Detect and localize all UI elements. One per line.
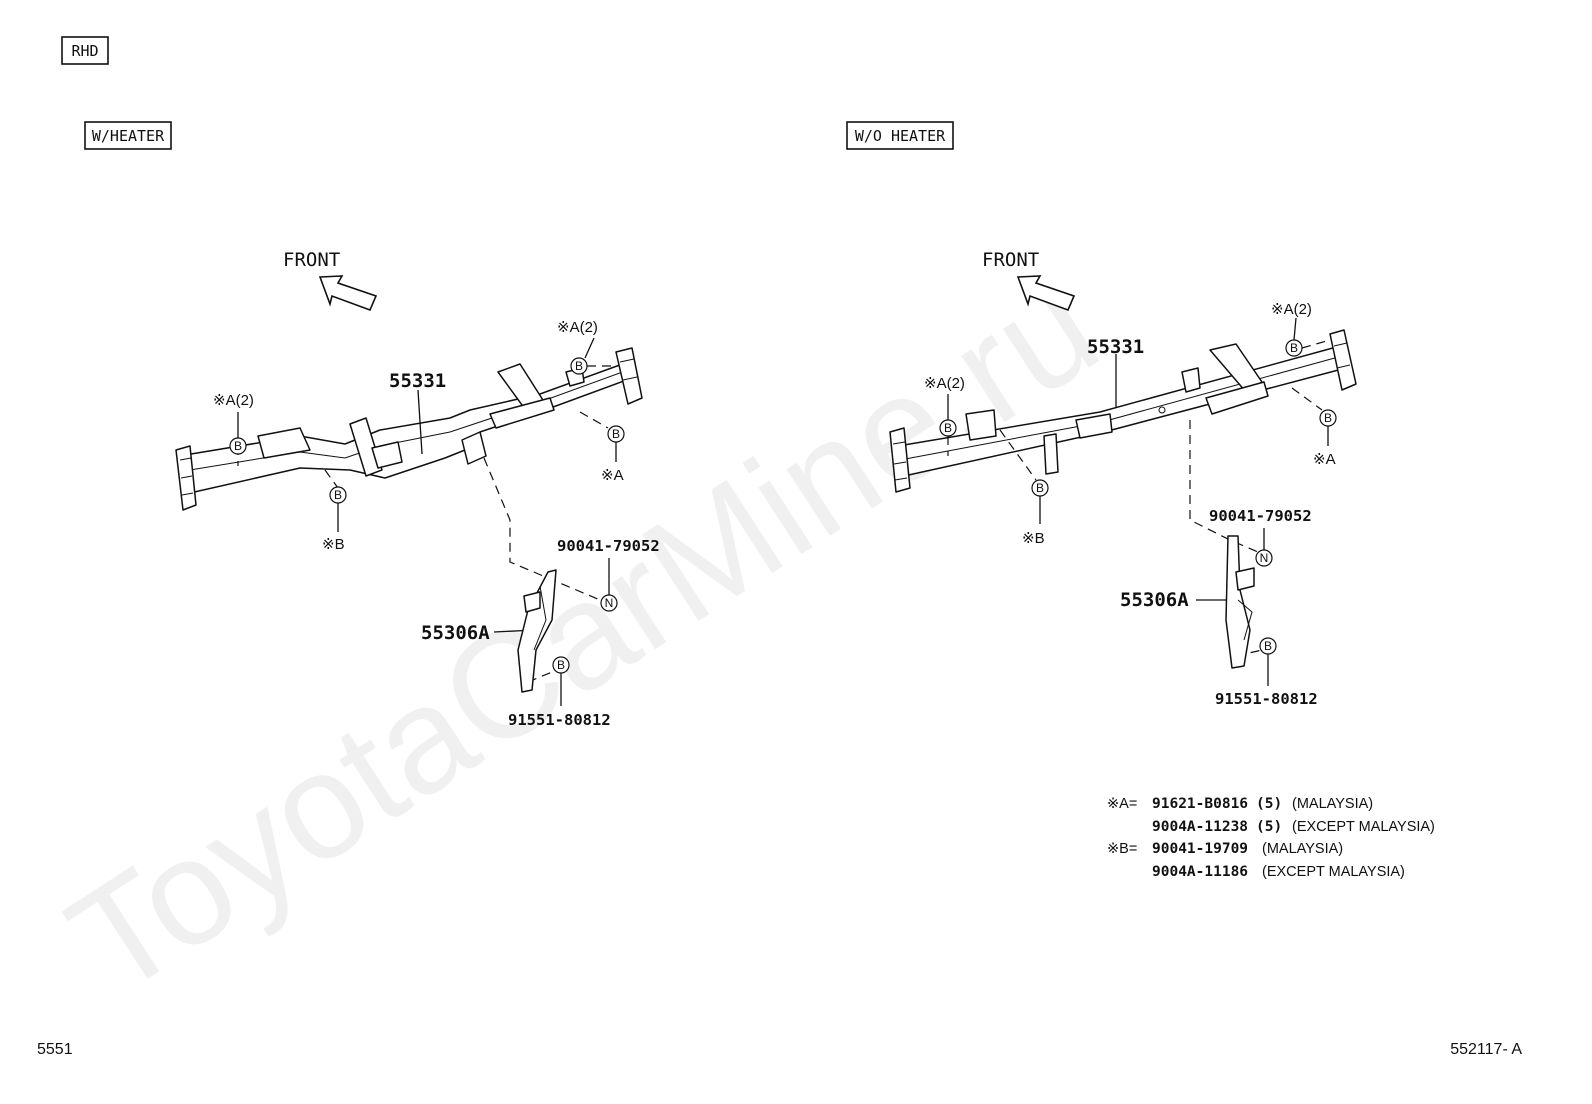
right-bolt-symbol-b-bottom: B (1031, 479, 1049, 497)
left-bolt-symbol-b-bottom: B (329, 486, 347, 504)
rhd-tag-label: RHD (71, 42, 98, 60)
left-dash-a-right (579, 411, 609, 429)
svg-text:B: B (1324, 411, 1332, 425)
left-bolt-symbol-a2-left: B (229, 437, 247, 455)
right-dash-a2-top (1301, 339, 1331, 349)
left-ref-b-bottom: ※B (322, 536, 345, 553)
svg-text:B: B (575, 359, 583, 373)
legend-a-prefix: ※A= (1107, 796, 1137, 812)
footer-figure-code: 552117- A (1450, 1041, 1522, 1058)
left-brace-part (517, 569, 557, 693)
left-panel: FRONT B (175, 249, 660, 729)
right-tube-part-number: 55331 (1087, 336, 1144, 358)
legend-a-line1-note: (MALAYSIA) (1292, 796, 1373, 812)
left-ref-a2-top: ※A(2) (557, 319, 598, 336)
legend-b-line2-part: 9004A-11186 (1152, 864, 1248, 880)
right-dash-a-right (1291, 387, 1323, 411)
left-dash-to-brace (483, 457, 601, 601)
right-front-arrow-icon (1016, 275, 1076, 312)
svg-text:B: B (1036, 481, 1044, 495)
left-bolt-symbol-lower: B (552, 656, 570, 674)
svg-text:B: B (612, 427, 620, 441)
legend-b-line2-note: (EXCEPT MALAYSIA) (1262, 864, 1405, 880)
right-brace-part-number: 55306A (1120, 589, 1189, 611)
right-ref-b-bottom: ※B (1022, 530, 1045, 547)
legend-a-line1-qty: (5) (1256, 796, 1282, 812)
right-dash-b-bottom (999, 429, 1037, 481)
svg-text:B: B (334, 488, 342, 502)
right-ref-a-right: ※A (1313, 451, 1336, 468)
right-ref-a2-top: ※A(2) (1271, 301, 1312, 318)
legend-b-line1-note: (MALAYSIA) (1262, 841, 1343, 857)
wo-heater-tag: W/O HEATER (846, 121, 954, 150)
svg-text:B: B (1264, 639, 1272, 653)
right-panel: FRONT B (889, 249, 1357, 708)
right-bolt-symbol-a2-left: B (939, 419, 957, 437)
right-dash-to-brace (1189, 420, 1259, 553)
legend-a-line1-part: 91621-B0816 (1152, 796, 1248, 812)
left-bolt-symbol-a2-top: B (570, 357, 588, 375)
right-brace-part (1225, 535, 1255, 669)
legend-b-line1-part: 90041-19709 (1152, 841, 1248, 857)
left-ref-a-right: ※A (601, 467, 624, 484)
left-bolt-part-number: 91551-80812 (508, 711, 611, 729)
fastener-legend: ※A= 91621-B0816 (5) (MALAYSIA) 9004A-112… (1107, 796, 1435, 880)
left-nut-symbol: N (600, 594, 618, 612)
w-heater-tag: W/HEATER (84, 121, 172, 150)
svg-text:B: B (1290, 341, 1298, 355)
left-brace-part-number: 55306A (421, 622, 490, 644)
wo-heater-tag-label: W/O HEATER (855, 127, 946, 145)
svg-text:B: B (557, 658, 565, 672)
right-bolt-symbol-a2-top: B (1285, 339, 1303, 357)
w-heater-tag-label: W/HEATER (92, 127, 165, 145)
svg-text:B: B (944, 421, 952, 435)
right-nut-part-number: 90041-79052 (1209, 507, 1312, 525)
legend-a-line2-note: (EXCEPT MALAYSIA) (1292, 819, 1435, 835)
right-bolt-symbol-a-right: B (1319, 409, 1337, 427)
left-nut-part-number: 90041-79052 (557, 537, 660, 555)
left-bolt-symbol-a-right: B (607, 425, 625, 443)
svg-text:N: N (1260, 551, 1269, 565)
legend-a-line2-qty: (5) (1256, 819, 1282, 835)
left-ref-a2-left: ※A(2) (213, 392, 254, 409)
left-front-label: FRONT (283, 249, 340, 271)
left-reinforcement-tube (175, 347, 643, 511)
right-nut-symbol: N (1255, 549, 1273, 567)
right-ref-a2-left: ※A(2) (924, 375, 965, 392)
right-front-label: FRONT (982, 249, 1039, 271)
rhd-tag: RHD (61, 36, 109, 65)
footer-page-code: 5551 (37, 1041, 73, 1058)
right-bolt-symbol-lower: B (1259, 637, 1277, 655)
legend-a-line2-part: 9004A-11238 (1152, 819, 1248, 835)
svg-text:B: B (234, 439, 242, 453)
right-bolt-part-number: 91551-80812 (1215, 690, 1318, 708)
legend-b-prefix: ※B= (1107, 841, 1137, 857)
svg-text:N: N (605, 596, 614, 610)
left-dash-b-bottom (324, 469, 339, 489)
left-tube-part-number: 55331 (389, 370, 446, 392)
left-front-arrow-icon (318, 275, 378, 312)
